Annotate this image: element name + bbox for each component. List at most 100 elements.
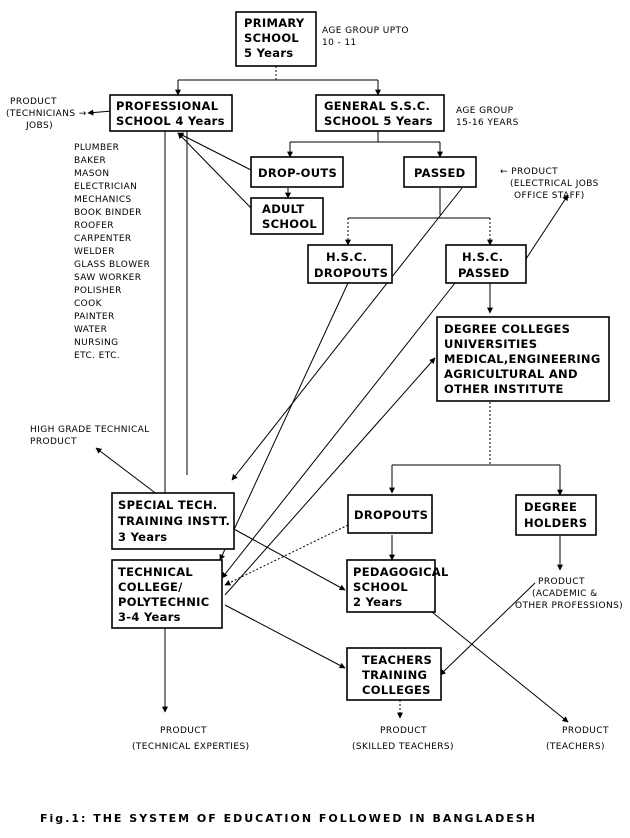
age-primary-line-1: AGE GROUP UPTO (322, 26, 409, 36)
trade-item: COOK (74, 299, 103, 309)
hsc-passed-line-1: H.S.C. (462, 250, 503, 264)
box-special-tech: SPECIAL TECH. TRAINING INSTT. 3 Years (111, 492, 235, 550)
degree-holders-line-1: DEGREE (524, 500, 577, 514)
product-academic-line-2: (ACADEMIC & (532, 589, 598, 599)
label-product-technicians: PRODUCT (TECHNICIANS → JOBS) (6, 97, 87, 131)
box-hsc-dropouts: H.S.C. DROPOUTS (307, 244, 393, 284)
box-technical-college: TECHNICAL COLLEGE/ POLYTECHNIC 3-4 Years (111, 559, 223, 629)
product-academic-line-1: PRODUCT (538, 577, 585, 587)
primary-line-3: 5 Years (244, 46, 293, 60)
high-grade-line-2: PRODUCT (30, 437, 77, 447)
product-technicians-line-1: PRODUCT (10, 97, 57, 107)
product-technicians-line-2: (TECHNICIANS → (6, 109, 87, 119)
box-teachers-training: TEACHERS TRAINING COLLEGES (346, 647, 442, 701)
professional-line-1: PROFESSIONAL (116, 99, 219, 113)
box-dropouts-degree: DROPOUTS (347, 494, 433, 534)
box-pedagogical: PEDAGOGICAL SCHOOL 2 Years (346, 559, 449, 613)
product-electrical-line-2: (ELECTRICAL JOBS (510, 179, 599, 189)
special-tech-line-3: 3 Years (118, 530, 167, 544)
teachers-training-line-3: COLLEGES (362, 683, 431, 697)
general-ssc-line-2: SCHOOL 5 Years (324, 114, 433, 128)
trade-item: PLUMBER (74, 143, 119, 153)
trade-item: NURSING (74, 338, 118, 348)
product-academic-line-3: OTHER PROFESSIONS) (515, 601, 623, 611)
product-technical-experties-line-2: (TECHNICAL EXPERTIES) (132, 742, 249, 752)
dropouts-ssc-line-1: DROP-OUTS (258, 166, 337, 180)
primary-line-1: PRIMARY (244, 16, 305, 30)
degree-colleges-line-3: MEDICAL,ENGINEERING (444, 352, 601, 366)
trade-item: SAW WORKER (74, 273, 141, 283)
adult-line-2: SCHOOL (262, 217, 317, 231)
trade-item: ETC. ETC. (74, 351, 120, 361)
trade-item: MECHANICS (74, 195, 132, 205)
hsc-dropouts-line-2: DROPOUTS (314, 266, 388, 280)
product-electrical-line-3: OFFICE STAFF) (514, 191, 585, 201)
trade-item: ELECTRICIAN (74, 182, 137, 192)
age-ssc-line-2: 15-16 YEARS (456, 118, 519, 128)
age-ssc-line-1: AGE GROUP (456, 106, 514, 116)
box-general-ssc: GENERAL S.S.C. SCHOOL 5 Years (315, 94, 445, 132)
special-tech-line-1: SPECIAL TECH. (118, 498, 218, 512)
box-degree-colleges: DEGREE COLLEGES UNIVERSITIES MEDICAL,ENG… (436, 316, 610, 402)
label-product-teachers: PRODUCT (TEACHERS) (546, 726, 609, 752)
pedagogical-line-1: PEDAGOGICAL (353, 565, 449, 579)
age-primary-line-2: 10 - 11 (322, 38, 357, 48)
technical-college-line-2: COLLEGE/ (118, 580, 183, 594)
box-hsc-passed: H.S.C. PASSED (445, 244, 527, 284)
trade-item: BOOK BINDER (74, 208, 142, 218)
pedagogical-line-2: SCHOOL (353, 580, 408, 594)
product-electrical-line-1: ← PRODUCT (500, 167, 558, 177)
box-degree-holders: DEGREE HOLDERS (515, 494, 597, 536)
special-tech-line-2: TRAINING INSTT. (118, 514, 230, 528)
figure-caption: Fig.1: THE SYSTEM OF EDUCATION FOLLOWED … (40, 812, 537, 825)
product-teachers-line-2: (TEACHERS) (546, 742, 605, 752)
degree-colleges-line-5: OTHER INSTITUTE (444, 382, 564, 396)
technical-college-line-4: 3-4 Years (118, 610, 181, 624)
trade-item: GLASS BLOWER (74, 260, 150, 270)
adult-line-1: ADULT (262, 202, 305, 216)
box-primary: PRIMARY SCHOOL 5 Years (235, 11, 317, 67)
label-product-electrical: ← PRODUCT (ELECTRICAL JOBS OFFICE STAFF) (500, 167, 599, 201)
label-product-academic: PRODUCT (ACADEMIC & OTHER PROFESSIONS) (515, 577, 623, 611)
product-teachers-line-1: PRODUCT (562, 726, 609, 736)
teachers-training-line-1: TEACHERS (362, 653, 432, 667)
technical-college-line-1: TECHNICAL (118, 565, 193, 579)
passed-ssc-line-1: PASSED (414, 166, 466, 180)
product-technical-experties-line-1: PRODUCT (160, 726, 207, 736)
box-passed-ssc: PASSED (403, 156, 477, 188)
trade-item: WATER (74, 325, 107, 335)
product-skilled-teachers-line-1: PRODUCT (380, 726, 427, 736)
trade-item: MASON (74, 169, 109, 179)
degree-colleges-line-1: DEGREE COLLEGES (444, 322, 570, 336)
degree-holders-line-2: HOLDERS (524, 516, 587, 530)
trade-item: POLISHER (74, 286, 122, 296)
degree-colleges-line-4: AGRICULTURAL AND (444, 367, 578, 381)
box-professional: PROFESSIONAL SCHOOL 4 Years (109, 94, 233, 132)
connectors (87, 66, 569, 723)
trade-item: ROOFER (74, 221, 114, 231)
teachers-training-line-2: TRAINING (362, 668, 427, 682)
label-product-technical-experties: PRODUCT (TECHNICAL EXPERTIES) (132, 726, 249, 752)
technical-college-line-3: POLYTECHNIC (118, 595, 209, 609)
product-skilled-teachers-line-2: (SKILLED TEACHERS) (352, 742, 454, 752)
high-grade-line-1: HIGH GRADE TECHNICAL (30, 425, 150, 435)
label-product-skilled-teachers: PRODUCT (SKILLED TEACHERS) (352, 726, 454, 752)
box-dropouts-ssc: DROP-OUTS (250, 156, 344, 188)
trade-item: PAINTER (74, 312, 115, 322)
trade-item: CARPENTER (74, 234, 132, 244)
label-age-primary: AGE GROUP UPTO 10 - 11 (322, 26, 409, 48)
product-technicians-line-3: JOBS) (25, 121, 53, 131)
label-high-grade: HIGH GRADE TECHNICAL PRODUCT (30, 425, 150, 447)
primary-line-2: SCHOOL (244, 31, 299, 45)
trades-list: PLUMBER BAKER MASON ELECTRICIAN MECHANIC… (74, 143, 150, 361)
hsc-dropouts-line-1: H.S.C. (326, 250, 367, 264)
trade-item: WELDER (74, 247, 115, 257)
pedagogical-line-3: 2 Years (353, 595, 402, 609)
label-age-ssc: AGE GROUP 15-16 YEARS (456, 106, 519, 128)
professional-line-2: SCHOOL 4 Years (116, 114, 225, 128)
dropouts-degree-line-1: DROPOUTS (354, 508, 428, 522)
trade-item: BAKER (74, 156, 106, 166)
hsc-passed-line-2: PASSED (458, 266, 510, 280)
general-ssc-line-1: GENERAL S.S.C. (324, 99, 430, 113)
